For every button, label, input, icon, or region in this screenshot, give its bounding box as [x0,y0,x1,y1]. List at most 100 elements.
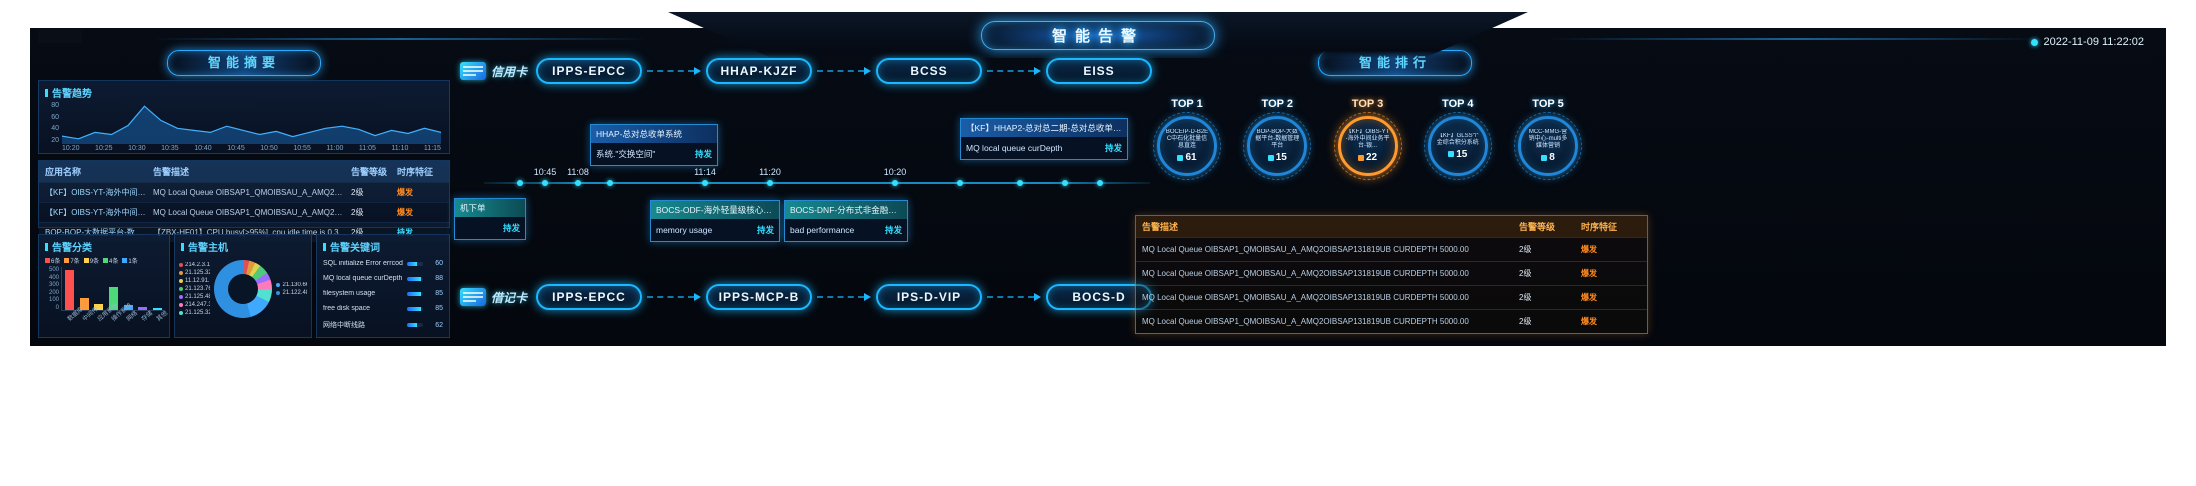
keywords-title: 告警关键词 [317,235,449,256]
debit-flow-label-text: 借记卡 [491,290,528,305]
alarm-icon [1267,154,1274,161]
top-rank-label: TOP 5 [1532,98,1564,110]
table-row[interactable]: 【KF】OIBS-YT-海外中间业...MQ Local Queue OIBSA… [39,202,449,222]
cell-level: 2级 [1519,293,1532,302]
timeline-dot[interactable] [767,180,773,186]
debit-nodes: IPPS-EPCC IPPS-MCP-B IPS-D-VIP BOCS-D [536,284,1152,310]
arrowhead-icon [694,67,701,75]
popup-action-link[interactable]: 持发 [756,225,774,235]
top-rank-circle[interactable]: 【KF】OIBS-YT-海外中间业务平台-银...22 [1333,112,1402,180]
legend-item: 1条 [122,256,138,265]
system-node[interactable]: IPPS-MCP-B [706,284,812,310]
legend-swatch [276,291,281,295]
timeline-dot[interactable] [1062,180,1068,186]
classify-title: 告警分类 [39,235,169,256]
popup-title: 机下单 [455,199,525,217]
bar[interactable] [108,286,118,310]
cell-feature: 爆发 [1581,269,1597,278]
top-rank-label: TOP 3 [1351,98,1384,110]
popup-body: bad performance [790,225,855,235]
timeline-dot[interactable] [1097,180,1103,186]
legend-swatch [64,258,70,263]
cell-desc: MQ Local Queue OIBSAP1_QMOIBSAU_A_AMQ2OI… [1142,317,1469,326]
system-node[interactable]: EISS [1046,58,1152,84]
x-tick: 10:45 [227,145,245,152]
system-node[interactable]: IPPS-EPCC [536,284,642,310]
bar[interactable] [138,306,148,310]
top-rank-name: 【KF】GLSS个金综合积分系统 [1436,132,1479,146]
bar[interactable] [79,298,89,310]
timeline-dot[interactable] [702,180,708,186]
x-tick: 操作系统 [111,302,134,323]
legend-item: 21.130.66.32(13.16%) [276,282,307,288]
legend-swatch [276,283,281,287]
timeline-dot[interactable] [607,180,613,186]
clock: 2022-11-09 11:22:02 [2031,36,2144,48]
system-node[interactable]: IPS-D-VIP [876,284,982,310]
summary-header-label: 智能摘要 [207,55,280,70]
col-feature: 时序特征 [397,167,434,177]
top-rank-count-value: 61 [1185,152,1197,163]
table-row[interactable]: MQ Local Queue OIBSAP1_QMOIBSAU_A_AMQ2OI… [1136,285,1647,309]
keyword-bar-fill [407,306,421,311]
top-rank-count-value: 8 [1549,152,1555,163]
top-rank-item[interactable]: TOP 3 【KF】OIBS-YT-海外中间业务平台-银...22 [1326,98,1410,180]
keyword-bar [407,306,423,311]
keyword-value: 60 [435,260,443,267]
timeline-dot[interactable] [575,180,581,186]
corner-decoration [38,30,82,43]
y-tick: 60 [51,113,59,121]
timeline-dot[interactable] [892,180,898,186]
flow-arrow-icon [817,67,871,75]
flow-arrow-icon [987,293,1041,301]
credit-flow-label-text: 信用卡 [491,64,528,79]
cell-feature: 爆发 [397,188,413,197]
bar[interactable] [94,303,104,310]
timeline-dot[interactable] [542,180,548,186]
table-row[interactable]: MQ Local Queue OIBSAP1_QMOIBSAU_A_AMQ2OI… [1136,309,1647,333]
system-node[interactable]: BOCS-D [1046,284,1152,310]
timeline-dot[interactable] [517,180,523,186]
bar[interactable] [153,308,163,310]
donut-hole [228,274,259,304]
timeline: 10:45 11:08 11:14 11:20 10:20 [484,167,1150,186]
keyword-label: free disk space [323,305,371,312]
table-row[interactable]: MQ Local Queue OIBSAP1_QMOIBSAU_A_AMQ2OI… [1136,261,1647,285]
popup-action-link[interactable]: 持发 [694,149,712,159]
alert-table-panel: 应用名称 告警描述 告警等级 时序特征 【KF】OIBS-YT-海外中间业...… [38,160,450,242]
popup-title: BOCS-DNF-分布式非金融核心银行系统 [785,201,907,219]
x-tick: 应用系统 [96,302,119,323]
popup-action-link[interactable]: 持发 [502,223,520,233]
bar[interactable] [64,270,74,310]
popup-action-link[interactable]: 持发 [1104,143,1122,153]
debit-card-icon [460,288,486,306]
cell-level: 2级 [351,188,364,197]
system-node[interactable]: HHAP-KJZF [706,58,812,84]
timeline-dot[interactable] [957,180,963,186]
keyword-label: 网络中断线路 [323,322,365,329]
top-line-left [150,38,650,40]
cell-level: 2级 [351,228,364,237]
system-node[interactable]: BCSS [876,58,982,84]
x-tick: 存储 [141,310,155,323]
popup-action-link[interactable]: 持发 [884,225,902,235]
top-rank-label: TOP 1 [1171,98,1203,110]
table-row[interactable]: 【KF】OIBS-YT-海外中间业...MQ Local Queue OIBSA… [39,182,449,202]
system-node[interactable]: IPPS-EPCC [536,58,642,84]
legend-item: 21.125.32.64(3.47%) [179,270,210,276]
table-row[interactable]: MQ Local Queue OIBSAP1_QMOIBSAU_A_AMQ2OI… [1136,237,1647,261]
top-rank-count: 22 [1357,152,1377,163]
timeline-dot[interactable] [1017,180,1023,186]
bar[interactable] [123,304,133,310]
